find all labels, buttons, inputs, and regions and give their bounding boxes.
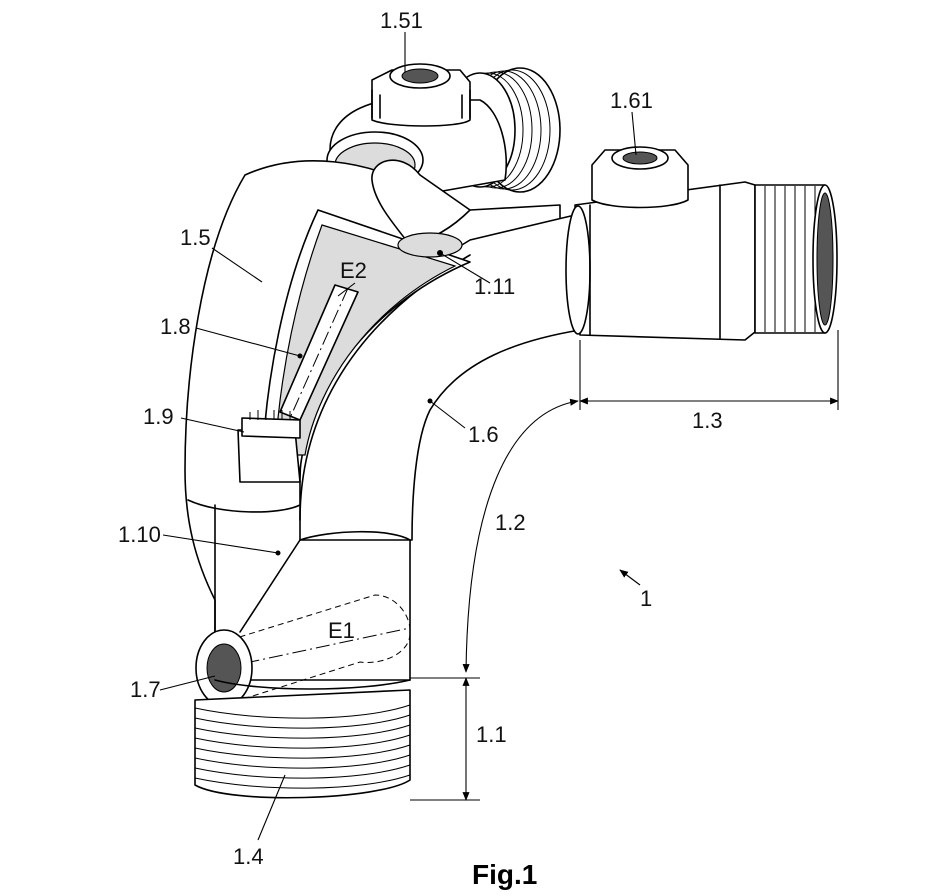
rear-connector-boss — [371, 63, 471, 127]
label-1-4: 1.4 — [233, 844, 264, 869]
label-1-5: 1.5 — [180, 225, 211, 250]
inlet-thread — [194, 679, 411, 799]
label-1-1: 1.1 — [476, 722, 507, 747]
label-1-7: 1.7 — [130, 677, 161, 702]
contact-block — [237, 410, 301, 483]
label-1: 1 — [640, 586, 652, 611]
label-1-9: 1.9 — [143, 404, 174, 429]
front-outlet-fitting — [565, 146, 838, 341]
label-1-6: 1.6 — [468, 422, 499, 447]
lower-collar — [187, 499, 411, 641]
label-e2: E2 — [340, 258, 367, 283]
label-1-8: 1.8 — [160, 314, 191, 339]
leader-lines — [159, 32, 641, 841]
label-1-51: 1.51 — [380, 8, 423, 33]
label-e1: E1 — [328, 618, 355, 643]
label-1-61: 1.61 — [610, 88, 653, 113]
front-connector-boss — [591, 146, 689, 209]
dimension-1-2 — [462, 398, 579, 673]
label-1-2: 1.2 — [495, 510, 526, 535]
inner-bore — [371, 159, 471, 258]
label-1-11: 1.11 — [474, 274, 515, 299]
label-1-10: 1.10 — [118, 522, 161, 547]
figure-caption: Fig.1 — [472, 859, 537, 890]
dimension-1-3 — [579, 330, 839, 410]
side-port — [195, 539, 411, 707]
front-outlet-thread — [754, 184, 838, 334]
label-1-3: 1.3 — [692, 408, 723, 433]
dimension-1-1 — [410, 677, 480, 801]
sensor-cavity — [261, 209, 471, 471]
